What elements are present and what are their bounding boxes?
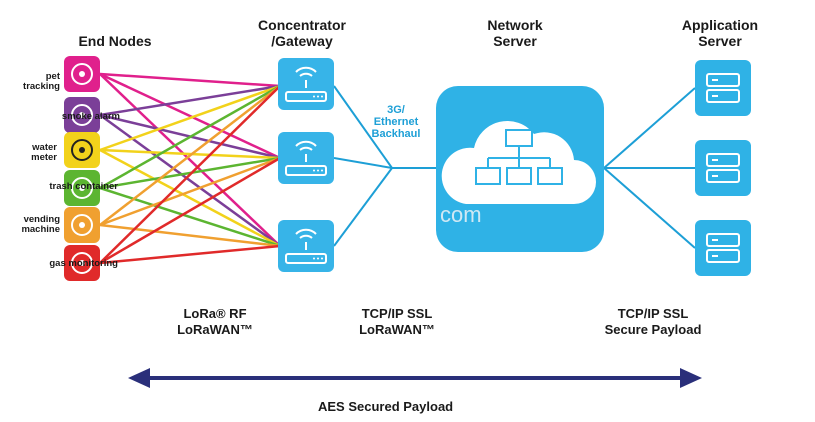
rf-link <box>99 72 281 160</box>
footer-lora-rf: LoRa® RF LoRaWAN™ <box>177 306 253 337</box>
backhaul-link <box>333 167 393 247</box>
paw-icon <box>64 56 100 92</box>
aes-double-arrow <box>128 368 702 388</box>
smoke-detector-icon <box>64 97 100 133</box>
server-icon <box>695 60 751 116</box>
end-node-icons <box>64 56 100 281</box>
vending-machine-icon <box>64 207 100 243</box>
node-label-water-meter: water meter <box>31 142 57 163</box>
rf-link <box>99 156 281 227</box>
rf-link <box>99 223 281 248</box>
network-server <box>436 86 604 252</box>
rf-link <box>99 244 281 265</box>
rf-link <box>99 72 281 88</box>
water-meter-icon <box>64 132 100 168</box>
gateway-3 <box>278 220 334 272</box>
app-link <box>603 167 696 249</box>
watermark: com <box>440 202 482 227</box>
footer-tcp-lorawan: TCP/IP SSL LoRaWAN™ <box>359 306 435 337</box>
gateway-2 <box>278 132 334 184</box>
rf-link <box>99 148 281 248</box>
rf-link <box>99 85 281 264</box>
node-label-vending-machine: vending machine <box>21 214 60 235</box>
rf-link <box>99 85 281 226</box>
node-label-pet-tracking: pet tracking <box>23 71 60 92</box>
gas-tank-icon <box>64 245 100 281</box>
backhaul-links <box>333 85 436 247</box>
header-network-server: Network Server <box>487 17 543 49</box>
header-application-server: Application Server <box>681 17 759 49</box>
app-link <box>603 87 696 169</box>
rf-link <box>99 84 281 117</box>
header-gateway: Concentrator /Gateway <box>258 17 346 49</box>
footer-tcp-secure: TCP/IP SSL Secure Payload <box>604 306 702 337</box>
aes-label: AES Secured Payload <box>318 399 454 414</box>
rf-links <box>99 72 281 265</box>
app-links <box>603 87 696 249</box>
backhaul-link <box>333 85 393 169</box>
trash-can-icon <box>64 170 100 206</box>
server-icon <box>695 220 751 276</box>
backhaul-link <box>333 157 393 169</box>
header-end-nodes: End Nodes <box>78 33 152 49</box>
node-label-smoke-alarm: smoke alarm <box>61 111 120 122</box>
app-server-1 <box>695 60 751 116</box>
node-label-gas-monitoring: gas monitoring <box>49 258 118 269</box>
backhaul-label: 3G/ Ethernet Backhaul <box>371 104 421 140</box>
gateway-1 <box>278 58 334 110</box>
app-server-2 <box>695 140 751 196</box>
rf-link <box>99 73 281 247</box>
rf-link <box>99 113 281 248</box>
rf-link <box>99 156 281 265</box>
node-label-trash-container: trash container <box>49 181 118 192</box>
rf-link <box>99 186 281 248</box>
rf-link <box>99 84 281 152</box>
rf-link <box>99 84 281 190</box>
app-server-3 <box>695 220 751 276</box>
server-icon <box>695 140 751 196</box>
